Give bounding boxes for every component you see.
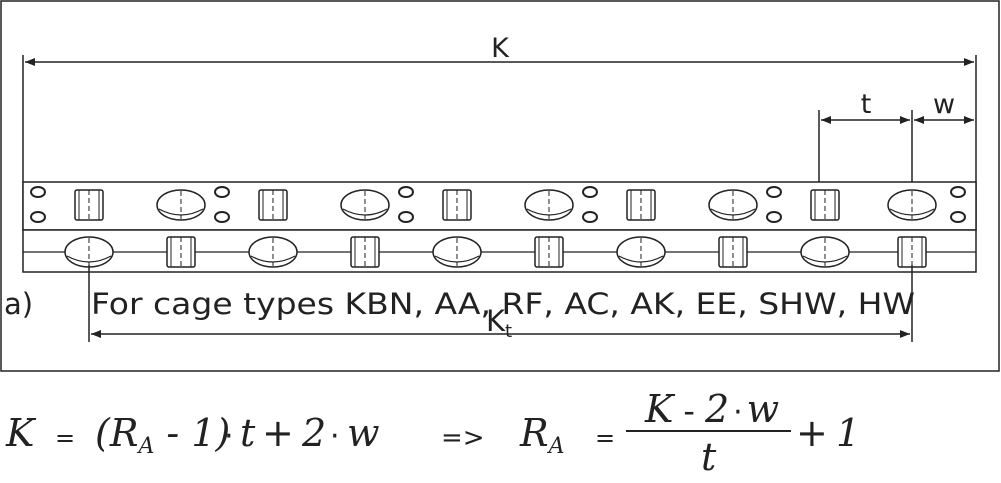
figure-frame <box>0 0 1000 372</box>
mounting-hole-lower <box>950 211 966 223</box>
formula-dot-1: · <box>224 419 234 454</box>
t-label: t <box>861 89 872 120</box>
formula-w: w <box>347 411 380 455</box>
upper-ball <box>156 189 206 221</box>
mounting-hole-upper <box>214 186 230 198</box>
mounting-hole-lower <box>30 211 46 223</box>
mounting-hole-lower <box>582 211 598 223</box>
formula-implies: => <box>441 423 485 453</box>
k-label: K <box>491 33 510 64</box>
cage-elements <box>30 186 966 268</box>
formula-denominator: t <box>701 435 717 478</box>
formula-lhs-k: K <box>5 411 37 455</box>
mounting-hole-lower <box>214 211 230 223</box>
formula-dot-2: · <box>330 419 340 454</box>
formula-numerator: K-2·w <box>644 387 779 431</box>
mounting-hole-upper <box>582 186 598 198</box>
formula-one: 1 <box>836 411 860 455</box>
mounting-hole-upper <box>398 186 414 198</box>
lower-ball <box>432 236 482 268</box>
formula-t: t <box>240 411 256 455</box>
lower-ball <box>616 236 666 268</box>
upper-ball <box>524 189 574 221</box>
formula-plus-2: + <box>796 411 828 455</box>
upper-ball <box>708 189 758 221</box>
kt-label-sub: t <box>505 321 512 342</box>
formula-rhs-1: (RA - 1) <box>95 411 230 459</box>
formula-two: 2 <box>301 411 326 455</box>
kt-label-main: K <box>486 304 506 338</box>
upper-ball <box>340 189 390 221</box>
formula-equals-1: = <box>55 424 75 452</box>
formula-ra: RA <box>519 411 565 459</box>
cage-types-caption: For cage types KBN, AA, RF, AC, AK, EE, … <box>91 287 915 321</box>
formula-equals-2: = <box>595 424 615 452</box>
subfigure-label: a) <box>4 287 33 321</box>
kt-label: Kt <box>486 304 512 342</box>
w-label: w <box>933 89 955 120</box>
lower-ball <box>800 236 850 268</box>
mounting-hole-upper <box>950 186 966 198</box>
mounting-hole-upper <box>766 186 782 198</box>
mounting-hole-lower <box>766 211 782 223</box>
mounting-hole-lower <box>398 211 414 223</box>
formula: K = (RA - 1) · t + 2 · w => RA = K-2·w t… <box>5 387 860 479</box>
lower-ball <box>248 236 298 268</box>
upper-ball <box>887 189 937 221</box>
mounting-hole-upper <box>30 186 46 198</box>
formula-plus-1: + <box>262 411 294 455</box>
